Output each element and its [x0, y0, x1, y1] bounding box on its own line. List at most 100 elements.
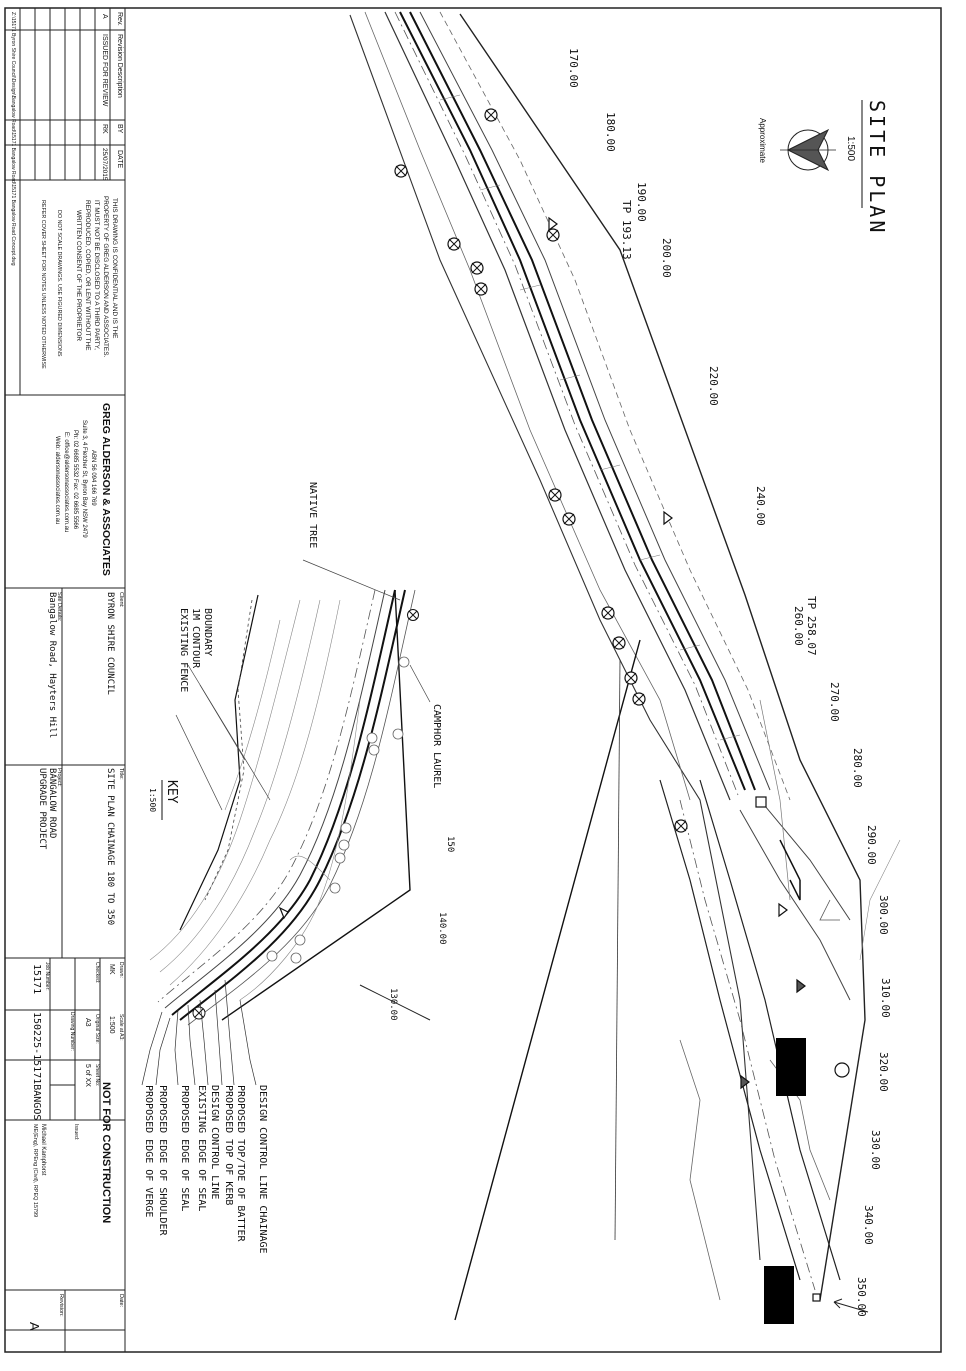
- tree-symbol: [470, 261, 484, 275]
- chainage-label: 190.00: [635, 182, 648, 222]
- rev-row-description: ISSUED FOR REVIEW: [101, 34, 108, 107]
- legend-item: PROPOSED EDGE OF SEAL: [179, 1085, 190, 1211]
- existing-fence-label: EXISTING FENCE: [178, 608, 189, 692]
- revision-table: Rev. Revision Description BY DATE A ISSU…: [10, 12, 123, 266]
- camphor-laurel-symbol: [398, 656, 410, 668]
- tree-symbol: [192, 1006, 206, 1020]
- camphor-laurel-symbol: [294, 934, 306, 946]
- camphor-laurel-symbol: [266, 950, 278, 962]
- chainage-label: TP 258.07: [805, 596, 818, 656]
- chainage-label: 220.00: [707, 366, 720, 406]
- confidential-line-4: REPRODUCED, COPIED, OR LENT WITHOUT THE: [84, 200, 91, 351]
- revision-value: A: [27, 1322, 42, 1331]
- company-address: Suite 3, 4 Fletcher St, Byron Bay NSW 24…: [81, 420, 87, 538]
- survey-mark: [755, 796, 767, 808]
- tree-symbol: [562, 512, 576, 526]
- legend-leaders: [141, 979, 257, 1086]
- tree-symbols: [394, 108, 688, 833]
- chainage-label: 260.00: [792, 606, 805, 646]
- tree-symbol: [632, 692, 646, 706]
- survey-marks: [548, 216, 850, 1302]
- rev-by-header: BY: [116, 124, 123, 134]
- scale-label: Scale at A3:: [118, 1014, 124, 1041]
- scale-value: 1:500: [108, 1016, 115, 1034]
- tree-symbol: [546, 228, 560, 242]
- rev-row-date: 25/07/2015: [101, 148, 108, 181]
- key-plan: [149, 589, 416, 1026]
- survey-mark: [834, 1062, 850, 1078]
- scale-notice-2: REFER COVER SHEET FOR NOTES UNLESS NOTED…: [40, 200, 46, 369]
- legend-item: DESIGN CONTROL LINE: [209, 1085, 220, 1199]
- rev-header: Rev.: [116, 12, 123, 26]
- job-number-label: Job Number:: [44, 962, 50, 991]
- chainage-labels: 170.00 180.00 190.00 TP 193.13 200.00 22…: [567, 48, 892, 1317]
- chainage-label: 300.00: [877, 895, 890, 935]
- site-plan-heading: SITE PLAN 1:500: [845, 100, 889, 235]
- camphor-laurel-label: CAMPHOR LAUREL: [431, 704, 442, 788]
- chainage-label: 340.00: [862, 1205, 875, 1245]
- company-abn: ABN 56 094 166 769: [90, 450, 96, 506]
- scale-notice-1: DO NOT SCALE DRAWINGS. USE FIGURED DIMEN…: [56, 210, 62, 357]
- confidential-line-1: THIS DRAWING IS CONFIDENTIAL AND IS THE: [111, 198, 118, 338]
- site-plan-title: SITE PLAN: [865, 100, 889, 235]
- tree-symbol: [624, 671, 638, 685]
- native-tree-label: NATIVE TREE: [307, 482, 318, 548]
- contour-140-label: 140.00: [437, 912, 447, 945]
- rev-row-by: RK: [101, 124, 108, 134]
- date-label: Date:: [118, 1294, 124, 1308]
- revision-label: Revision:: [58, 1294, 64, 1317]
- site-details-label: Site Details:: [56, 592, 62, 622]
- camphor-laurel-symbol: [366, 732, 378, 744]
- rev-description-header: Revision Description: [116, 34, 123, 98]
- certifier-name: Michael Kamphorst: [40, 1124, 46, 1176]
- survey-mark: [663, 510, 673, 526]
- camphor-laurel-symbol: [392, 728, 404, 740]
- checked-label: Checked:: [94, 962, 100, 983]
- camphor-laurel-symbol: [368, 744, 380, 756]
- key-scale: 1:500: [148, 788, 157, 812]
- tree-symbol: [601, 606, 615, 620]
- legend-item: DESIGN CONTROL LINE CHAINAGE: [257, 1085, 268, 1254]
- project-label: Project:: [56, 768, 62, 787]
- tree-symbol: [612, 636, 626, 650]
- redaction-block: [764, 1266, 794, 1324]
- key-plan-labels: NATIVE TREE CAMPHOR LAUREL BOUNDARY 1M C…: [148, 482, 455, 1021]
- chainage-label: 330.00: [869, 1130, 882, 1170]
- company-block: GREG ALDERSON & ASSOCIATES ABN 56 094 16…: [54, 403, 112, 576]
- drawn-value: MK: [108, 964, 115, 975]
- camphor-laurel-symbol: [329, 882, 341, 894]
- north-approximate-label: Approximate: [758, 118, 767, 163]
- chainage-label: 280.00: [851, 748, 864, 788]
- issued-label: Issued:: [73, 1124, 79, 1140]
- company-web: Web: aldersonassociates.com.au: [54, 436, 60, 524]
- original-size-value: A3: [84, 1018, 91, 1027]
- tree-symbol: [407, 609, 419, 621]
- title-label: Title:: [118, 768, 124, 780]
- contour-150-label: 150: [445, 836, 455, 852]
- survey-mark: [812, 1293, 821, 1302]
- survey-mark: [796, 978, 806, 994]
- tree-symbol: [548, 488, 562, 502]
- drawing-number-value: 150225-15171BANGOS: [31, 1012, 42, 1120]
- contour-label: 1M CONTOUR: [190, 608, 201, 669]
- site-details: Bangalow Road, Hayters Hill: [47, 592, 57, 738]
- confidential-line-5: WRITTEN CONSENT OF THE PROPRIETOR: [75, 210, 82, 341]
- camphor-laurel-symbol: [340, 822, 352, 834]
- legend-item: PROPOSED TOP OF KERB: [223, 1085, 234, 1205]
- tree-symbol: [447, 237, 461, 251]
- chainage-label: 170.00: [567, 48, 580, 88]
- drawing-title-block: Title: SITE PLAN CHAINAGE 180 TO 350 Pro…: [37, 768, 124, 925]
- project-line-1: BANGALOW ROAD: [47, 768, 57, 838]
- key-title: KEY: [164, 780, 179, 804]
- legend-item: EXISTING EDGE OF SEAL: [196, 1085, 207, 1211]
- sheet-border: [4, 7, 942, 1353]
- project-line-2: UPGRADE PROJECT: [37, 768, 47, 850]
- chainage-label: 180.00: [604, 112, 617, 152]
- camphor-laurel-symbol: [338, 839, 350, 851]
- legend-item: PROPOSED TOP/TOE OF BATTER: [235, 1085, 246, 1243]
- company-phone: Ph: 02 6685 5532 Fax: 02 6685 5566: [72, 430, 78, 530]
- client-label: Client:: [118, 592, 124, 608]
- company-email: E: office@aldersonassociates.com.au: [63, 432, 69, 532]
- company-name: GREG ALDERSON & ASSOCIATES: [100, 403, 112, 576]
